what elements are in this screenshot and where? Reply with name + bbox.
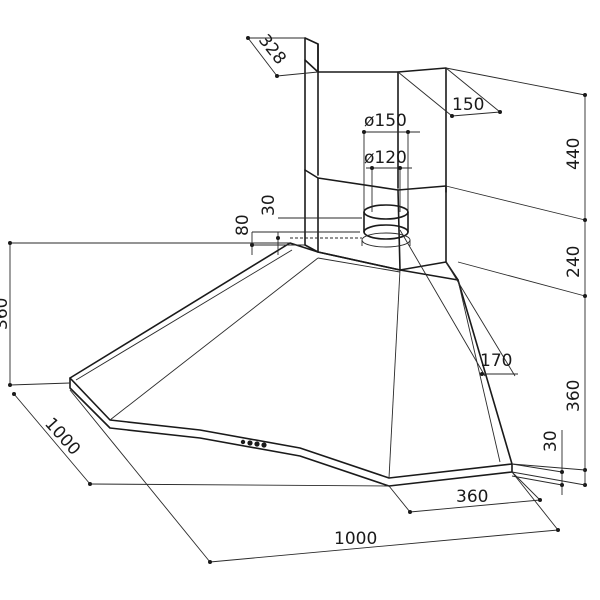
dim-offset-30: 30 <box>259 194 279 216</box>
outlet-collar <box>361 204 411 248</box>
dim-chimney-side: 150 <box>452 95 484 115</box>
dim-height-hood: 360 <box>564 380 584 412</box>
dim-width-left: 1000 <box>40 414 84 460</box>
dim-height-upper: 440 <box>564 138 584 170</box>
dim-height-total-left: 360 <box>0 298 12 330</box>
control-buttons <box>240 439 267 448</box>
dim-chimney-depth: 328 <box>254 31 290 69</box>
dim-outlet-offset: 170 <box>480 351 512 371</box>
dim-offset-80: 80 <box>233 214 253 236</box>
dim-width-bottom: 1000 <box>334 529 377 549</box>
dim-height-base-right: 30 <box>541 430 561 452</box>
dim-outlet-inner: ø120 <box>364 148 407 168</box>
dim-height-middle: 240 <box>564 246 584 278</box>
dimension-lines <box>8 36 587 564</box>
dim-outlet-outer: ø150 <box>364 111 407 131</box>
dim-front-depth: 360 <box>456 487 488 507</box>
hood-canopy <box>69 242 513 487</box>
